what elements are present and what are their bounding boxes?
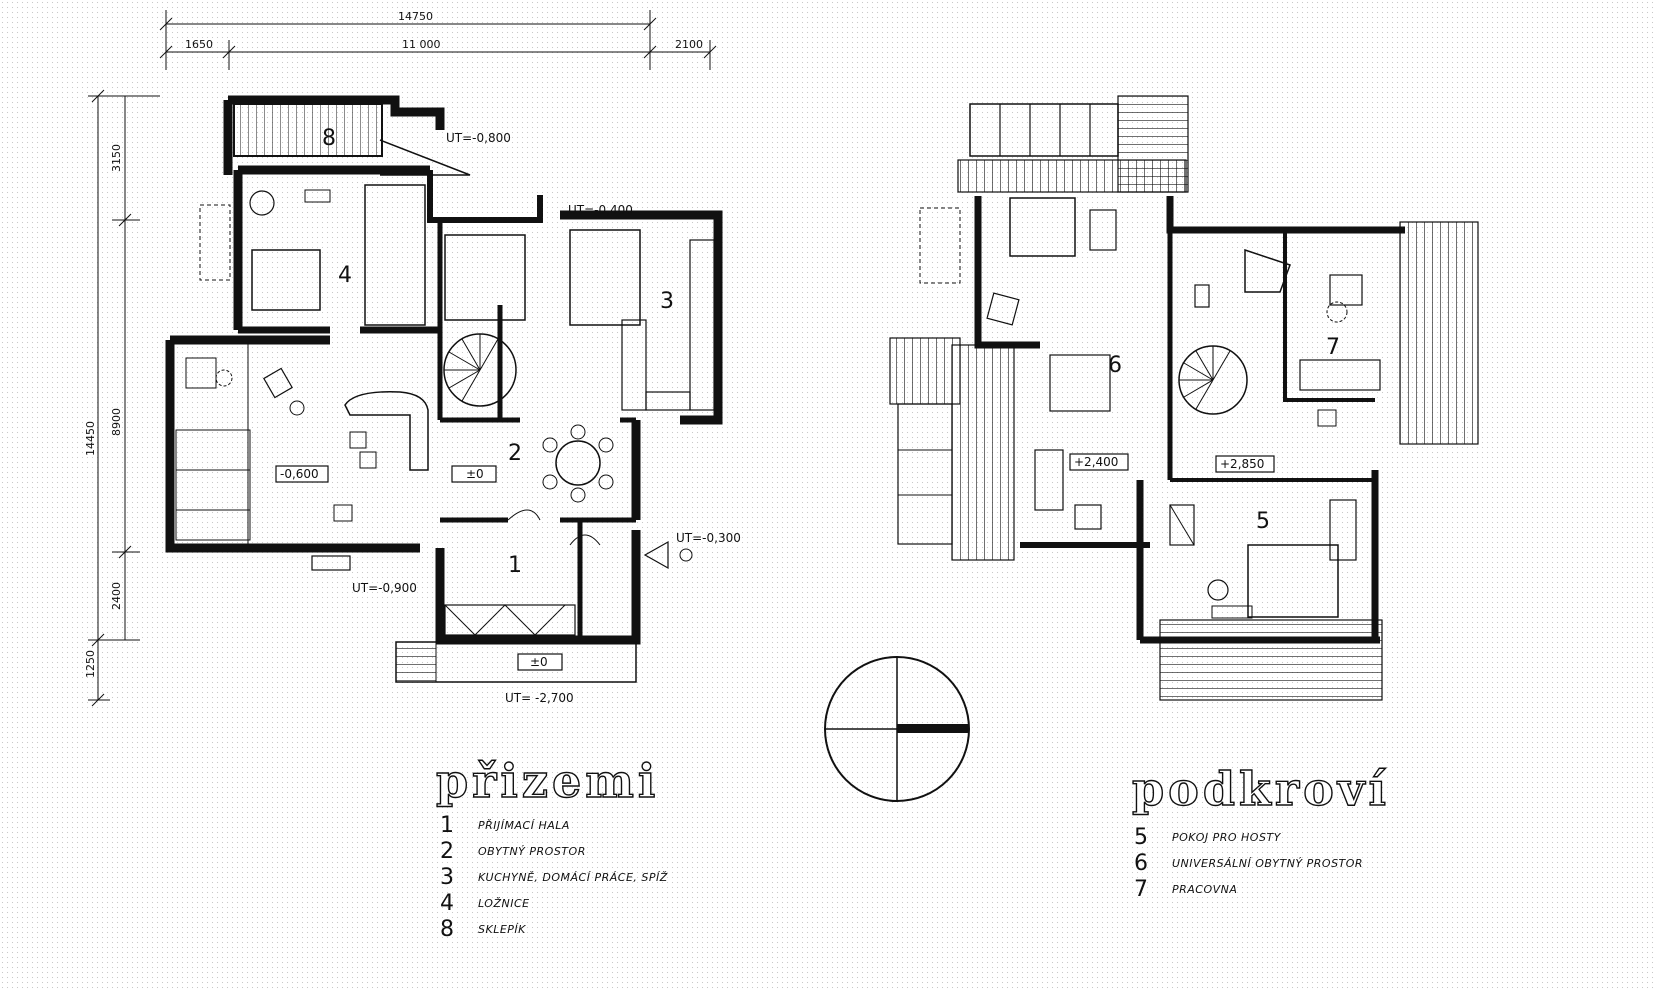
ut-right: UT=-0,300 <box>676 531 741 545</box>
dim-top-segment: 3150 <box>110 144 123 172</box>
legend-item: 5 pokoj pro hosty <box>1134 824 1363 850</box>
legend-item: 2 obytný prostor <box>440 838 668 864</box>
top-dimension-lines <box>159 10 717 70</box>
level-living: -0,600 <box>280 467 319 481</box>
legend-number: 6 <box>1134 850 1148 876</box>
legend-number: 2 <box>440 838 454 864</box>
dim-right-margin: 2100 <box>675 38 703 51</box>
room-8-label: 8 <box>322 126 336 151</box>
legend-number: 5 <box>1134 824 1148 850</box>
left-dimension-lines <box>88 89 160 707</box>
dim-main-segment: 8900 <box>110 408 123 436</box>
legend-item: 6 universální obytný prostor <box>1134 850 1363 876</box>
room-7-label: 7 <box>1326 335 1340 360</box>
legend-item: 7 pracovna <box>1134 876 1363 902</box>
legend-number: 1 <box>440 812 454 838</box>
level-entry: ±0 <box>530 655 548 669</box>
level-hall: ±0 <box>466 467 484 481</box>
ut-top: UT=-0,400 <box>568 203 633 217</box>
level-attic-main: +2,400 <box>1074 455 1118 469</box>
north-arrow-icon <box>824 656 970 802</box>
level-attic-upper: +2,850 <box>1220 457 1264 471</box>
legend-text: pokoj pro hosty <box>1172 830 1281 844</box>
legend-number: 3 <box>440 864 454 890</box>
legend-text: ložnice <box>478 896 530 910</box>
legend-number: 4 <box>440 890 454 916</box>
legend-text: sklepík <box>478 922 526 936</box>
attic-title: podkroví <box>1131 761 1391 816</box>
attic-floor-plan: 6 +2,400 7 +2,850 5 <box>889 95 1479 701</box>
dim-main-width: 11 000 <box>402 38 441 51</box>
legend-text: přijímací hala <box>478 818 570 832</box>
legend-item: 1 přijímací hala <box>440 812 668 838</box>
legend-number: 8 <box>440 916 454 942</box>
legend-text: universální obytný prostor <box>1172 856 1364 870</box>
dim-total-height: 14450 <box>84 421 97 456</box>
room-1-label: 1 <box>508 553 522 578</box>
room-5-label: 5 <box>1256 509 1270 534</box>
dim-total-width: 14750 <box>398 10 433 23</box>
dim-lower-segment: 2400 <box>110 582 123 610</box>
legend-number: 7 <box>1134 876 1148 902</box>
dim-left-margin: 1650 <box>185 38 213 51</box>
legend-text: pracovna <box>1172 882 1238 896</box>
ut-left: UT=-0,900 <box>352 581 417 595</box>
legend-item: 8 sklepík <box>440 916 668 942</box>
room-3-label: 3 <box>660 289 674 314</box>
legend-item: 4 ložnice <box>440 890 668 916</box>
room-6-label: 6 <box>1108 353 1122 378</box>
ground-floor-legend: 1 přijímací hala 2 obytný prostor 3 kuchyně… <box>440 812 668 942</box>
room-2-label: 2 <box>508 441 522 466</box>
dim-bottom-segment: 1250 <box>84 650 97 678</box>
room-4-label: 4 <box>338 263 352 288</box>
legend-text: kuchyně, domácí práce, spíž <box>478 870 668 884</box>
ut-cellar: UT=-0,800 <box>446 131 511 145</box>
ground-floor-plan: 8 UT=-0,800 4 <box>165 95 741 705</box>
ut-bottom: UT= -2,700 <box>505 691 574 705</box>
attic-legend: 5 pokoj pro hosty 6 universální obytný pro… <box>1134 824 1363 902</box>
legend-text: obytný prostor <box>478 844 586 858</box>
ground-floor-title: přizemi <box>435 753 660 808</box>
legend-item: 3 kuchyně, domácí práce, spíž <box>440 864 668 890</box>
